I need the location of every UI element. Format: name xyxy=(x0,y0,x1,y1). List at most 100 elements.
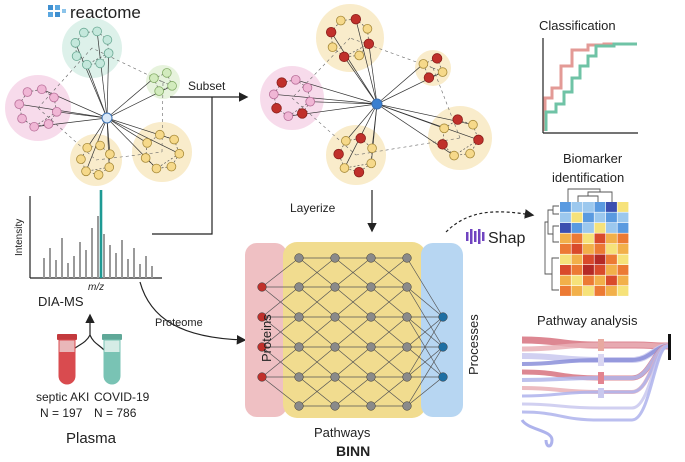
protein-node xyxy=(95,58,105,69)
protein-node-selected xyxy=(276,77,287,88)
heatmap-cell xyxy=(571,254,583,265)
proteins-band xyxy=(245,243,287,417)
shap-logo-text: Shap xyxy=(488,230,525,247)
septic-aki-count: N = 197 xyxy=(40,406,83,420)
protein-node xyxy=(151,163,162,174)
protein-node xyxy=(257,282,267,292)
protein-node xyxy=(465,148,475,159)
protein-node xyxy=(468,119,478,130)
heatmap-cell xyxy=(594,275,606,286)
plasma-label: Plasma xyxy=(66,430,117,447)
protein-node xyxy=(335,15,346,26)
protein-node xyxy=(283,111,294,121)
protein-node xyxy=(362,23,373,34)
protein-node xyxy=(43,119,54,129)
pathway-node xyxy=(294,401,304,411)
heatmap-cell xyxy=(571,286,583,296)
protein-node-selected xyxy=(423,72,435,83)
binn-edge xyxy=(406,286,444,318)
processes-band xyxy=(421,243,463,417)
heatmap-cell xyxy=(617,275,629,286)
protein-node xyxy=(29,121,39,132)
process-node xyxy=(438,342,448,352)
covid-count: N = 786 xyxy=(94,406,137,420)
heatmap-cell xyxy=(560,212,571,223)
pathway-node xyxy=(366,401,376,411)
heatmap-cell xyxy=(606,212,617,223)
binn-edge xyxy=(406,257,444,318)
shap-logo: Shap xyxy=(466,229,525,247)
protein-node xyxy=(93,170,104,180)
hub-edge xyxy=(368,43,378,105)
mz-label: m/z xyxy=(88,282,104,293)
protein-node xyxy=(140,153,151,163)
pathway-node xyxy=(366,253,376,263)
protein-node xyxy=(174,148,185,159)
sankey-root-node xyxy=(668,334,671,360)
protein-node-selected xyxy=(350,13,362,25)
protein-node-selected xyxy=(271,103,282,114)
heatmap-cell xyxy=(583,254,594,265)
protein-node-selected xyxy=(353,166,365,178)
shap-logo-icon xyxy=(466,229,485,244)
pathway-analysis-title: Pathway analysis xyxy=(537,313,638,328)
binn-edge xyxy=(334,376,372,407)
heatmap-cell xyxy=(606,265,617,275)
pathway-node xyxy=(294,282,304,292)
heatmap-cell xyxy=(583,223,594,233)
binn-edge xyxy=(298,316,336,348)
protein-node xyxy=(354,50,365,61)
heatmap-cell xyxy=(583,275,594,286)
pathway-node xyxy=(294,312,304,322)
binn-edge xyxy=(370,376,408,407)
heatmap-cell xyxy=(617,244,629,254)
protein-node xyxy=(102,35,113,45)
process-node xyxy=(438,312,448,322)
pathway-node xyxy=(402,282,412,292)
sankey-diagram xyxy=(520,334,671,448)
hub-edge xyxy=(343,56,378,105)
protein-node xyxy=(104,162,115,173)
binn-edge xyxy=(334,257,372,288)
protein-node xyxy=(418,59,429,69)
protein-node xyxy=(105,149,115,159)
heatmap-cell xyxy=(583,233,594,244)
protein-node xyxy=(142,138,152,148)
pathway-node xyxy=(330,282,340,292)
heatmap-cell xyxy=(617,212,629,223)
layerize-arrow: Layerize xyxy=(290,190,377,233)
cluster-link xyxy=(37,107,97,161)
proteins-label: Proteins xyxy=(259,314,274,362)
pathway-node xyxy=(402,312,412,322)
reactome-logo-icon xyxy=(48,5,66,17)
protein-node xyxy=(257,342,267,352)
pathway-node xyxy=(294,372,304,382)
heatmap-cell xyxy=(583,212,594,223)
protein-node xyxy=(37,84,47,95)
roc-curve-green xyxy=(544,42,637,131)
protein-node xyxy=(339,163,350,173)
protein-node xyxy=(366,158,377,169)
binn-network: Proteins Processes Pathways BINN xyxy=(245,242,481,459)
covid-label: COVID-19 xyxy=(94,390,150,404)
protein-node xyxy=(166,161,177,172)
cluster-link xyxy=(291,37,351,99)
intensity-label: Intensity xyxy=(14,219,25,256)
protein-node xyxy=(14,99,25,109)
heatmap-cell xyxy=(617,286,629,296)
hub-edge xyxy=(106,117,148,144)
protein-node-selected xyxy=(338,51,350,63)
heatmap-cell xyxy=(571,212,583,223)
binn-edge xyxy=(370,316,408,348)
protein-node-selected xyxy=(297,108,308,119)
hub-node xyxy=(371,98,383,110)
hub-edge xyxy=(376,103,445,129)
protein-node xyxy=(82,59,92,70)
protein-node xyxy=(51,107,62,117)
hub-edge xyxy=(86,64,108,119)
protein-node xyxy=(103,48,114,58)
pathway-analysis-panel: Pathway analysis xyxy=(520,313,671,448)
hub-edge xyxy=(106,77,155,119)
